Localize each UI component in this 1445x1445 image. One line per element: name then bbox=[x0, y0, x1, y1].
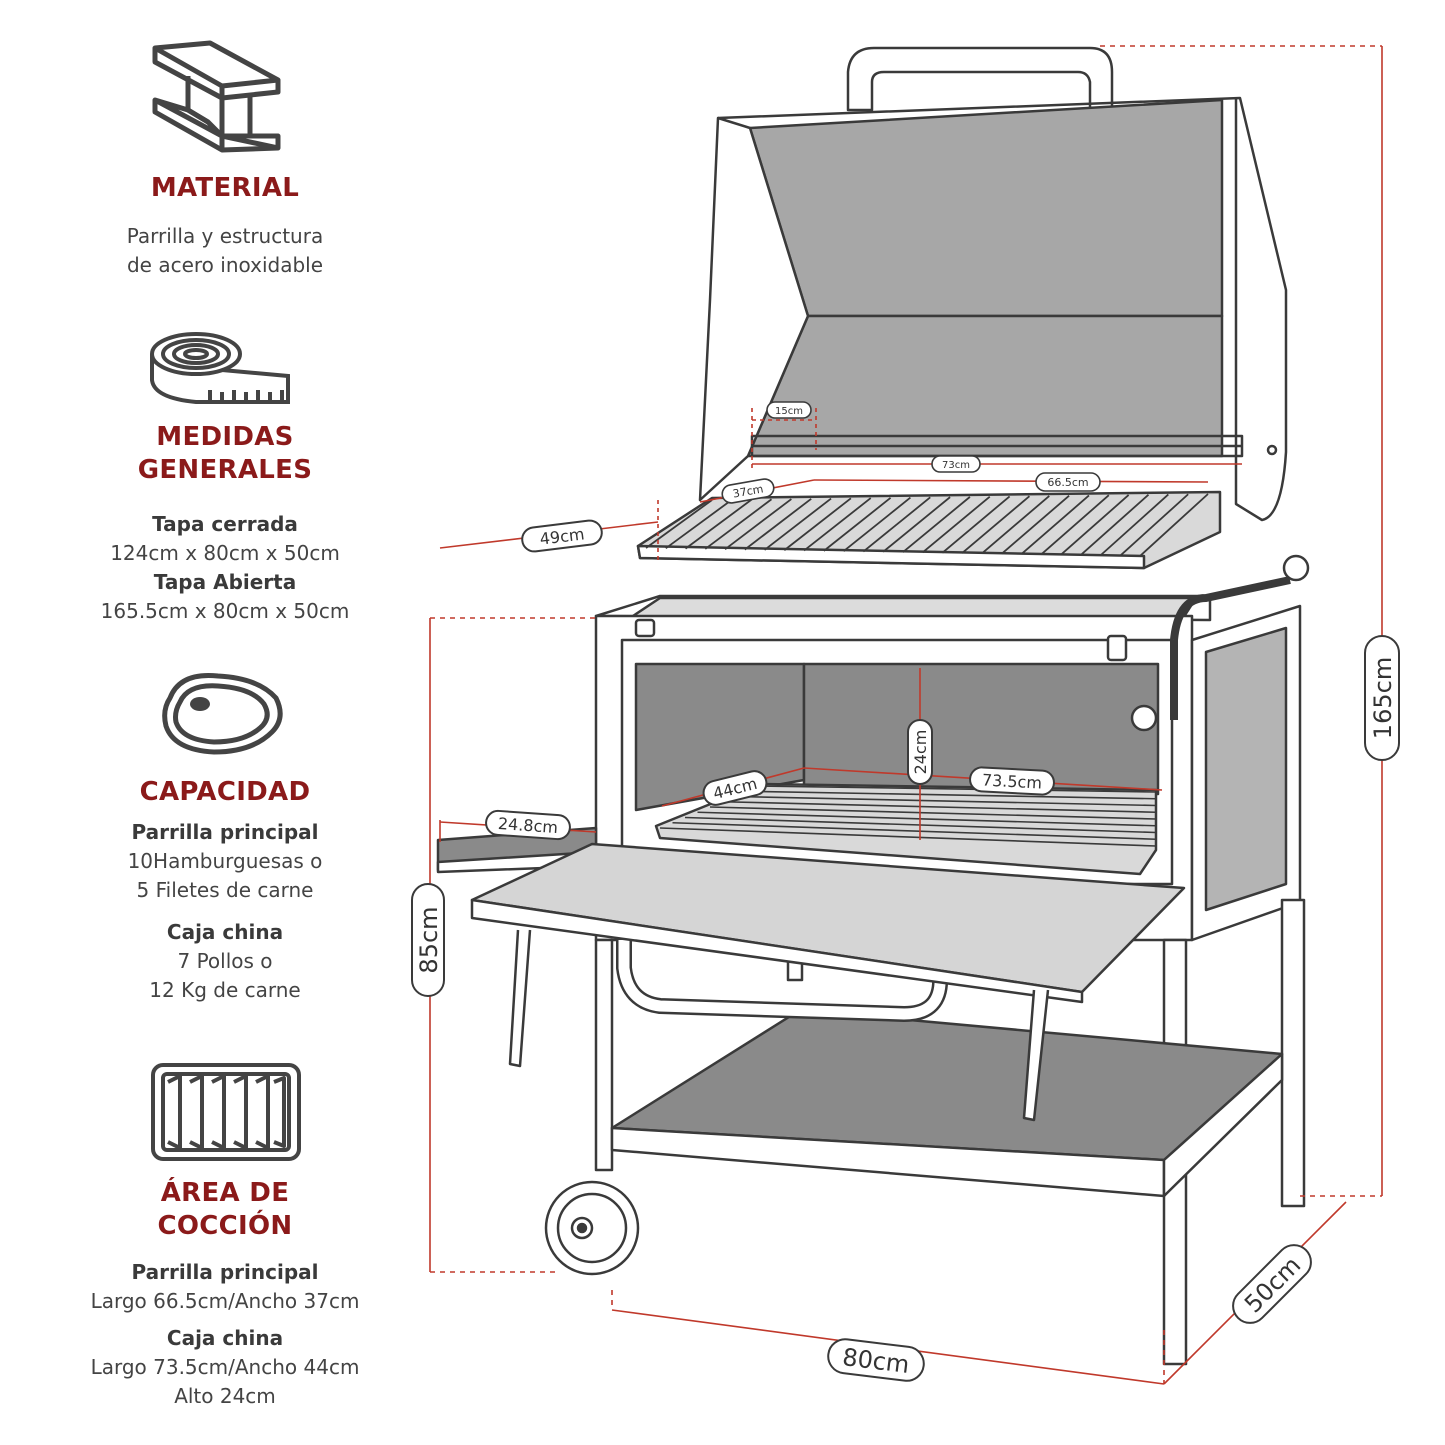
box-bars bbox=[659, 785, 1157, 847]
grill-bar bbox=[902, 496, 971, 553]
crank-knob bbox=[1130, 704, 1158, 732]
dim-80: 80cm bbox=[827, 1338, 925, 1382]
grill-bar bbox=[843, 496, 911, 552]
dim-44: 44cm bbox=[702, 770, 768, 806]
grill-bar bbox=[1020, 494, 1090, 555]
grill-drawing bbox=[436, 46, 1310, 1366]
lid-side bbox=[698, 116, 810, 502]
shelf-support-right bbox=[1022, 989, 1050, 1122]
grill-bar bbox=[1080, 494, 1150, 556]
leg-back-right bbox=[1280, 898, 1306, 1208]
lid bbox=[717, 96, 1288, 522]
latch-left bbox=[634, 618, 656, 638]
svg-text:15cm: 15cm bbox=[775, 406, 803, 417]
dim-665: 66.5cm bbox=[1035, 472, 1101, 492]
material-text: Parrilla y estructura de acero inoxidabl… bbox=[126, 224, 324, 277]
grill-bar bbox=[823, 497, 892, 552]
area-text: Parrilla principal Largo 66.5cm/Ancho 37… bbox=[90, 1260, 360, 1408]
side-knob bbox=[1282, 554, 1310, 582]
grill-bar bbox=[1060, 494, 1130, 556]
grill-bar bbox=[783, 497, 852, 551]
svg-text:24cm: 24cm bbox=[911, 730, 930, 775]
shelf-support-left bbox=[508, 929, 532, 1068]
crank-rod bbox=[1170, 576, 1291, 641]
tape-measure-icon bbox=[150, 332, 290, 404]
grill-bar bbox=[803, 497, 872, 552]
grill-bar bbox=[704, 498, 773, 550]
grill-bar bbox=[922, 495, 991, 554]
svg-text:73.5cm: 73.5cm bbox=[982, 770, 1043, 792]
material-title: MATERIAL bbox=[150, 173, 300, 203]
grill-grate-icon bbox=[151, 1063, 301, 1161]
dim-735: 73.5cm bbox=[969, 766, 1055, 796]
dim-73: 73cm bbox=[931, 455, 981, 473]
dim-49: 49cm bbox=[521, 519, 603, 553]
steel-beam-icon bbox=[152, 40, 281, 153]
grill-bars bbox=[645, 493, 1209, 557]
dim-15: 15cm bbox=[766, 401, 812, 419]
dim-248: 24.8cm bbox=[485, 809, 571, 841]
body-side-panel bbox=[1204, 626, 1288, 912]
info-column: MATERIAL Parrilla y estructura de acero … bbox=[0, 0, 450, 1445]
steak-icon bbox=[162, 672, 283, 755]
svg-text:73cm: 73cm bbox=[942, 460, 970, 471]
grill-bar bbox=[862, 496, 931, 553]
grill-bar bbox=[684, 498, 753, 550]
grill-bar bbox=[961, 495, 1031, 554]
grill-bar bbox=[1139, 493, 1209, 557]
svg-text:85cm: 85cm bbox=[415, 906, 443, 973]
dimension-labels: 165cm 85cm 80cm 50cm 49cm 37cm 66.5cm 1 bbox=[411, 401, 1400, 1382]
dim-37: 37cm bbox=[721, 478, 775, 504]
box-grill-bar bbox=[709, 806, 1157, 820]
box-grill-bar bbox=[722, 800, 1157, 814]
box-grill-bar bbox=[659, 827, 1157, 847]
box-grill-bar bbox=[747, 790, 1157, 800]
svg-text:24.8cm: 24.8cm bbox=[497, 814, 558, 837]
lid-inner-upper bbox=[748, 98, 1224, 318]
dim-24: 24cm bbox=[907, 719, 933, 785]
grill-bar bbox=[1099, 493, 1169, 557]
box-grill-bar bbox=[672, 821, 1157, 841]
grill-bar bbox=[1040, 494, 1110, 556]
svg-text:165cm: 165cm bbox=[1369, 657, 1397, 739]
medidas-title: MEDIDAS GENERALES bbox=[137, 422, 313, 485]
svg-text:37cm: 37cm bbox=[732, 482, 765, 500]
medidas-text: Tapa cerrada 124cm x 80cm x 50cm Tapa Ab… bbox=[100, 512, 350, 623]
dimension-lines bbox=[429, 45, 1383, 1385]
lid-pivot bbox=[1266, 444, 1278, 456]
grill-bar bbox=[1001, 494, 1070, 555]
grill-front bbox=[636, 544, 1146, 570]
grill-bar bbox=[645, 499, 713, 549]
dim-85: 85cm bbox=[411, 883, 445, 997]
svg-text:66.5cm: 66.5cm bbox=[1047, 476, 1088, 489]
grill-bar bbox=[665, 499, 733, 550]
capacidad-title: CAPACIDAD bbox=[139, 777, 311, 807]
bottom-shelf-side bbox=[1162, 1052, 1284, 1198]
grill-bar bbox=[724, 498, 792, 550]
dim-50: 50cm bbox=[1232, 1244, 1312, 1324]
capacidad-text: Parrilla principal 10Hamburguesas o 5 Fi… bbox=[127, 820, 323, 1002]
box-grill-bar bbox=[734, 795, 1157, 807]
grill-bar bbox=[882, 496, 951, 553]
grill-bar bbox=[1119, 493, 1189, 557]
leg-front-left bbox=[594, 938, 614, 1172]
lid-handle bbox=[846, 46, 1114, 112]
grill-bar bbox=[941, 495, 1011, 554]
area-title: ÁREA DE COCCIÓN bbox=[157, 1178, 293, 1241]
grill-bar bbox=[764, 497, 832, 551]
grill-bar bbox=[981, 495, 1050, 555]
dim-165: 165cm bbox=[1364, 635, 1400, 761]
box-grill-bar bbox=[697, 811, 1157, 827]
latch-right bbox=[1106, 634, 1128, 662]
grill-bar bbox=[744, 498, 812, 551]
box-grill-bar bbox=[759, 785, 1157, 793]
